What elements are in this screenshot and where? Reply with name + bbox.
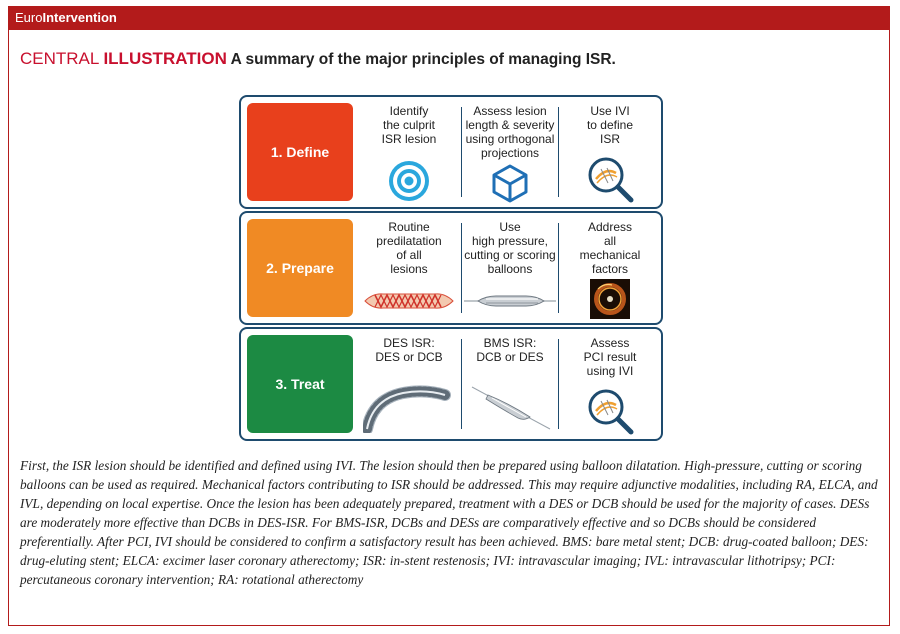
figure-title: CENTRAL ILLUSTRATION A summary of the ma… <box>20 49 616 69</box>
cell-text: BMS ISR: DCB or DES <box>476 336 544 364</box>
title-rest: A summary of the major principles of man… <box>226 51 616 68</box>
cell-text: Use IVI to define ISR <box>586 104 634 146</box>
oct-image-icon <box>590 279 630 319</box>
cell-text: Address all mechanical factors <box>579 220 641 276</box>
cell-divider <box>461 107 462 197</box>
cell-mechanical-factors: Address all mechanical factors <box>559 213 661 323</box>
cell-bms-isr: BMS ISR: DCB or DES <box>462 329 558 439</box>
journal-name-prefix: Euro <box>15 10 43 25</box>
cell-identify-lesion: Identify the culprit ISR lesion <box>357 97 461 207</box>
cell-use-ivi: Use IVI to define ISR <box>559 97 661 207</box>
stage-label-prepare: 2. Prepare <box>247 219 353 317</box>
cell-text: Assess lesion length & severity using or… <box>465 104 555 160</box>
cell-divider <box>461 223 462 313</box>
cube-icon <box>492 164 528 203</box>
magnifier-stent-icon <box>588 389 634 435</box>
cell-divider <box>558 339 559 429</box>
row-prepare: 2. Prepare Routine predilatation of all … <box>239 211 663 325</box>
cell-divider <box>558 107 559 197</box>
cell-divider <box>558 223 559 313</box>
cell-text: Assess PCI result using IVI <box>583 336 637 378</box>
title-bold: ILLUSTRATION <box>103 49 227 68</box>
curved-stent-icon <box>363 385 451 433</box>
title-lead: CENTRAL <box>20 49 104 68</box>
cell-assess-pci: Assess PCI result using IVI <box>559 329 661 439</box>
target-icon <box>389 161 429 201</box>
cell-text: Identify the culprit ISR lesion <box>381 104 437 146</box>
cell-assess-length: Assess lesion length & severity using or… <box>462 97 558 207</box>
row-treat: 3. Treat DES ISR: DES or DCB BMS ISR: DC… <box>239 327 663 441</box>
cell-high-pressure: Use high pressure, cutting or scoring ba… <box>462 213 558 323</box>
row-define: 1. Define Identify the culprit ISR lesio… <box>239 95 663 209</box>
stage-label-define: 1. Define <box>247 103 353 201</box>
balloon-catheter-icon <box>464 295 556 307</box>
figure-caption: First, the ISR lesion should be identifi… <box>20 458 878 587</box>
cell-text: Use high pressure, cutting or scoring ba… <box>464 220 556 276</box>
cell-text: DES ISR: DES or DCB <box>375 336 443 364</box>
cell-des-isr: DES ISR: DES or DCB <box>357 329 461 439</box>
journal-header-bar: EuroIntervention <box>8 6 890 30</box>
catheter-icon <box>471 386 551 430</box>
cell-predilatation: Routine predilatation of all lesions <box>357 213 461 323</box>
cell-divider <box>461 339 462 429</box>
cell-text: Routine predilatation of all lesions <box>376 220 442 276</box>
stent-balloon-icon <box>364 293 454 309</box>
magnifier-stent-icon <box>588 157 634 203</box>
journal-name-bold: Intervention <box>42 10 117 25</box>
stage-label-treat: 3. Treat <box>247 335 353 433</box>
